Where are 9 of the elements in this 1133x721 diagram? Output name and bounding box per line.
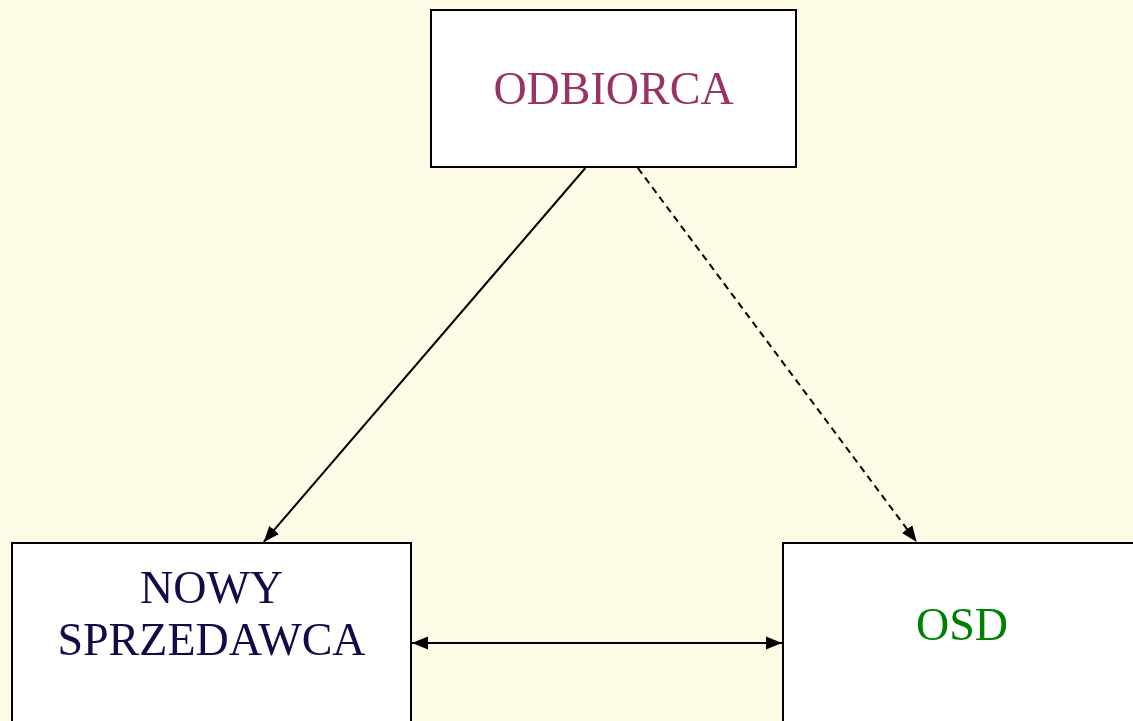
entity-box [430, 9, 797, 168]
entity-label: OSD [916, 599, 1008, 651]
entity-box [782, 542, 1133, 721]
entity-box [11, 542, 412, 721]
arrow [411, 636, 783, 650]
entity-label: NOWY SPRZEDAWCA [56, 562, 367, 666]
arrow [262, 167, 587, 543]
entity-label: ODBIORCA [493, 62, 734, 115]
arrow [636, 167, 918, 543]
